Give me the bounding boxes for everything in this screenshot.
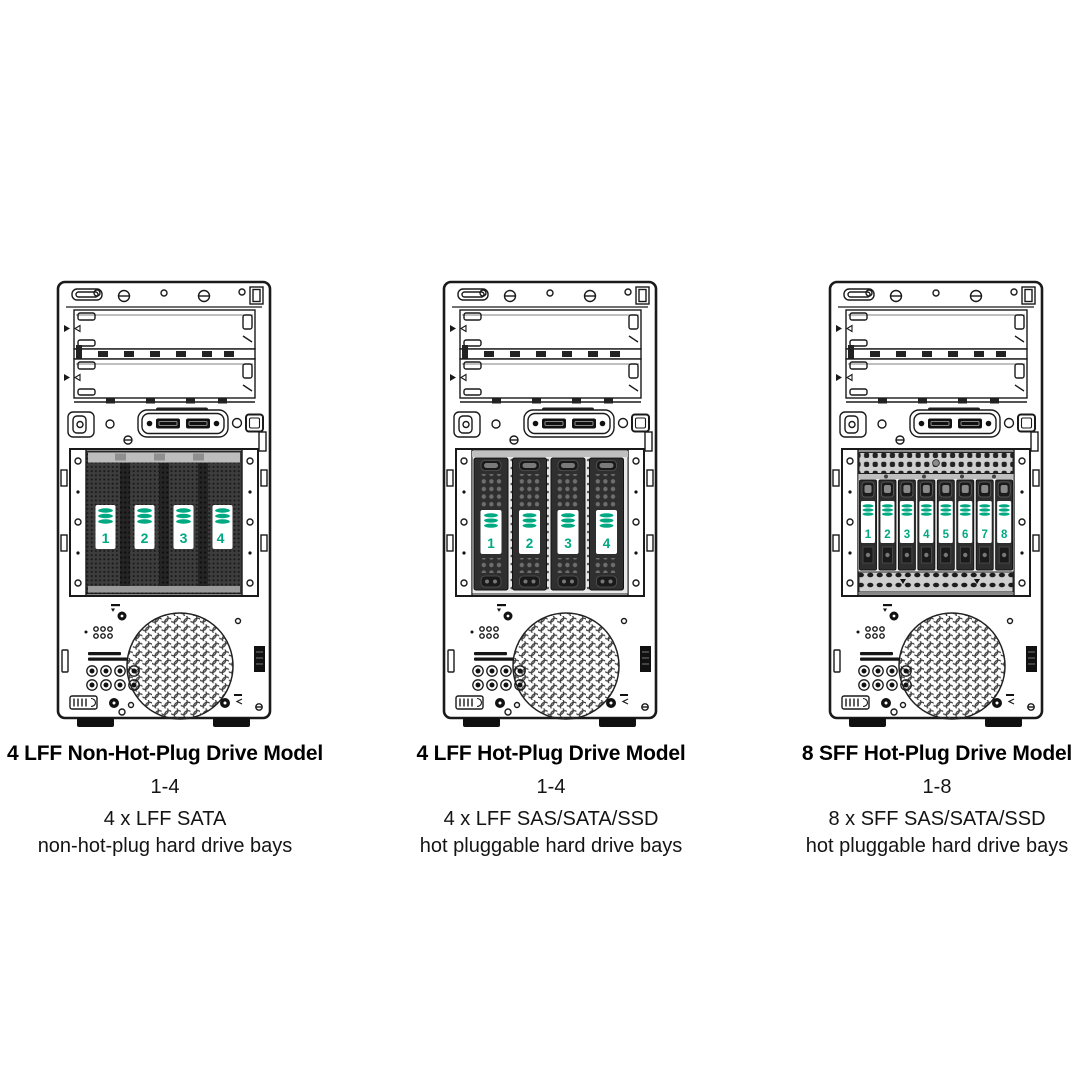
bay-number: 2 xyxy=(141,530,149,546)
model-caption-1: 4 LFF Non-Hot-Plug Drive Model 1-4 4 x L… xyxy=(0,742,357,860)
model-title: 4 LFF Hot-Plug Drive Model xyxy=(416,742,686,765)
drive-bay-label xyxy=(938,501,953,543)
spec-line-1: 4 x LFF SAS/SATA/SSD xyxy=(443,808,659,830)
drive-disk-icon xyxy=(484,513,498,528)
bay-number: 3 xyxy=(564,536,572,551)
drive-tray: 2 xyxy=(878,479,897,571)
bay-separator xyxy=(120,463,130,587)
drive-disk-icon xyxy=(940,504,952,516)
bay-number: 4 xyxy=(923,529,930,541)
drive-tray: 3 xyxy=(897,479,916,571)
drive-bay-label: 3 xyxy=(173,505,194,549)
drive-disk-icon xyxy=(561,513,575,528)
bay-number: 8 xyxy=(1001,529,1008,541)
spec-line-2: hot pluggable hard drive bays xyxy=(805,835,1069,857)
model-title: 4 LFF Non-Hot-Plug Drive Model xyxy=(7,742,323,765)
bay-number: 1 xyxy=(102,530,110,546)
bay-number: 5 xyxy=(943,529,950,541)
bay-number: 1 xyxy=(487,536,495,551)
tower-illustration-4lff-nonhotplug: 1 2 3 4 xyxy=(56,280,272,729)
bay-number: 4 xyxy=(217,530,225,546)
drive-disk-icon xyxy=(599,513,614,528)
drive-disk-icon xyxy=(137,508,152,524)
model-caption-3: 8 SFF Hot-Plug Drive Model 1-8 8 x SFF S… xyxy=(745,742,1080,860)
bay-number: 1 xyxy=(865,529,872,541)
drive-tray: 5 xyxy=(936,479,955,571)
drive-disk-icon xyxy=(901,504,913,516)
drive-tray: 2 xyxy=(512,457,547,591)
bay-number: 2 xyxy=(884,529,890,541)
spec-line-1: 4 x LFF SATA xyxy=(103,808,227,830)
drive-tray: 1 xyxy=(859,479,877,571)
bay-number: 2 xyxy=(526,536,534,551)
bay-range: 1-8 xyxy=(922,776,952,798)
drive-bay-label: 2 xyxy=(134,505,155,549)
bay-separator xyxy=(198,463,208,587)
spec-line-2: non-hot-plug hard drive bays xyxy=(37,835,293,857)
drive-disk-icon xyxy=(959,504,971,516)
model-caption-2: 4 LFF Hot-Plug Drive Model 1-4 4 x LFF S… xyxy=(359,742,743,860)
drive-disk-icon xyxy=(920,504,932,516)
drive-tray: 4 xyxy=(589,457,624,591)
drive-cage-4lff-nonhotplug: 1 2 3 4 xyxy=(85,450,243,595)
drive-disk-icon xyxy=(998,504,1010,516)
drive-tray: 7 xyxy=(975,479,994,571)
drive-cage-4lff-hotplug: 1 2 xyxy=(471,450,629,595)
drive-bay-label xyxy=(958,501,973,543)
spec-line-2: hot pluggable hard drive bays xyxy=(419,835,683,857)
drive-disk-icon xyxy=(979,504,991,516)
model-title: 8 SFF Hot-Plug Drive Model xyxy=(801,742,1073,765)
drive-bay-label: 1 xyxy=(95,505,116,549)
drive-bay-label xyxy=(977,501,992,543)
drive-tray: 6 xyxy=(956,479,975,571)
drive-bay-label xyxy=(997,501,1012,543)
drive-disk-icon xyxy=(215,508,230,524)
cage-bottom-vent xyxy=(858,571,1014,593)
drive-disk-icon xyxy=(522,513,537,528)
drive-bay-label xyxy=(880,501,895,543)
drive-tray: 4 xyxy=(917,479,936,571)
drive-disk-icon xyxy=(98,508,113,524)
spec-line-1: 8 x SFF SAS/SATA/SSD xyxy=(828,808,1046,830)
drive-bay-label: 4 xyxy=(212,505,233,549)
drive-tray: 1 xyxy=(473,457,509,591)
drive-tray: 8 xyxy=(995,479,1014,571)
drive-bay-label xyxy=(899,501,914,543)
drive-bay-label xyxy=(861,501,875,543)
bay-number: 3 xyxy=(180,530,188,546)
drive-tray: 3 xyxy=(550,457,586,591)
bay-number: 3 xyxy=(904,529,910,541)
drive-disk-icon xyxy=(176,508,191,524)
tower-illustration-4lff-hotplug: 1 2 xyxy=(442,280,658,729)
cage-bottom-strip xyxy=(88,586,240,593)
bay-separator xyxy=(159,463,169,587)
bay-range: 1-4 xyxy=(150,776,180,798)
drive-bay-label xyxy=(919,501,934,543)
bay-number: 7 xyxy=(981,529,987,541)
drive-disk-icon xyxy=(881,504,893,516)
bay-number: 4 xyxy=(603,536,611,551)
drive-disk-icon xyxy=(862,504,874,516)
bay-range: 1-4 xyxy=(536,776,566,798)
bay-number: 6 xyxy=(962,529,968,541)
